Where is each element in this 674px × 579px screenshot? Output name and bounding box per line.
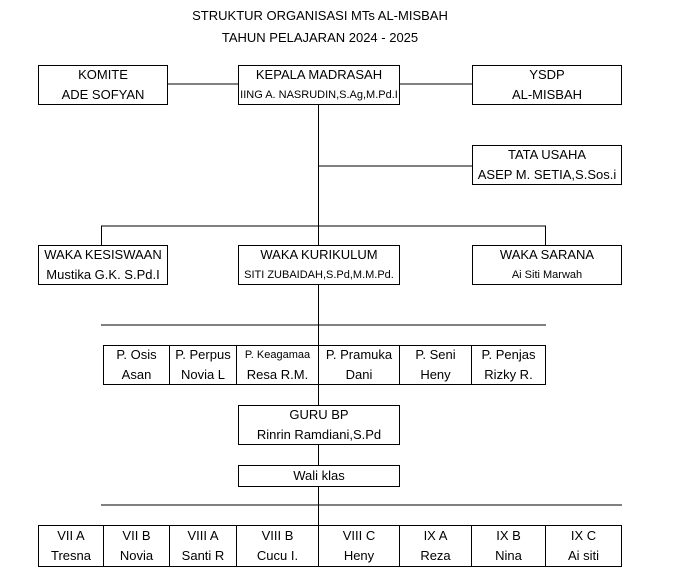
kelas-class: IX B xyxy=(496,528,521,543)
waka-sarana-box: WAKA SARANA Ai Siti Marwah xyxy=(472,245,622,285)
guru-bp-role: GURU BP xyxy=(289,407,349,422)
tata-usaha-name: ASEP M. SETIA,S.Sos.i xyxy=(477,167,617,182)
pembina-pramuka-box: P. Pramuka Dani xyxy=(318,345,400,385)
kelas-teacher: Cucu I. xyxy=(256,548,299,563)
pembina-seni-box: P. Seni Heny xyxy=(399,345,472,385)
waka-sarana-name: Ai Siti Marwah xyxy=(511,269,583,281)
kelas-box: IX B Nina xyxy=(471,525,546,567)
waka-sarana-role: WAKA SARANA xyxy=(499,247,595,262)
kelas-class: VIII A xyxy=(187,528,219,543)
kelas-box: VIII B Cucu I. xyxy=(236,525,319,567)
waka-kurikulum-name: SITI ZUBAIDAH,S.Pd,M.M.Pd. xyxy=(244,269,394,281)
waka-kurikulum-box: WAKA KURIKULUM SITI ZUBAIDAH,S.Pd,M.M.Pd… xyxy=(238,245,400,285)
pembina-role: P. Seni xyxy=(415,347,456,362)
kelas-box: VIII C Heny xyxy=(318,525,400,567)
pembina-osis-box: P. Osis Asan xyxy=(103,345,170,385)
waka-kesiswaan-box: WAKA KESISWAAN Mustika G.K. S.Pd.I xyxy=(38,245,168,285)
ysdp-role: YSDP xyxy=(529,67,565,82)
pembina-perpus-box: P. Perpus Novia L xyxy=(169,345,237,385)
pembina-keagamaan-box: P. Keagamaa Resa R.M. xyxy=(236,345,319,385)
pembina-name: Rizky R. xyxy=(484,367,533,382)
waka-kurikulum-role: WAKA KURIKULUM xyxy=(260,247,378,262)
chart-title: STRUKTUR ORGANISASI MTs AL-MISBAH xyxy=(192,8,448,23)
kelas-box: IX A Reza xyxy=(399,525,472,567)
guru-bp-name: Rinrin Ramdiani,S.Pd xyxy=(256,427,382,442)
kelas-class: IX C xyxy=(570,528,597,543)
kelas-box: VII B Novia xyxy=(103,525,170,567)
pembina-role: P. Perpus xyxy=(175,347,231,362)
waka-kesiswaan-name: Mustika G.K. S.Pd.I xyxy=(46,267,160,282)
kelas-class: VII A xyxy=(57,528,85,543)
kepala-name: IING A. NASRUDIN,S.Ag,M.Pd.I xyxy=(240,89,398,101)
kelas-teacher: Ai siti xyxy=(567,548,600,563)
kelas-teacher: Santi R xyxy=(181,548,225,563)
komite-box: KOMITE ADE SOFYAN xyxy=(38,65,168,105)
kelas-teacher: Nina xyxy=(495,548,522,563)
kelas-class: VIII C xyxy=(342,528,376,543)
kelas-class: VIII B xyxy=(261,528,294,543)
wali-klas-box: Wali klas xyxy=(238,465,400,487)
pembina-name: Heny xyxy=(420,367,451,382)
kelas-box: VIII A Santi R xyxy=(169,525,237,567)
pembina-name: Novia L xyxy=(180,367,226,382)
tata-usaha-box: TATA USAHA ASEP M. SETIA,S.Sos.i xyxy=(472,145,622,185)
pembina-role: P. Keagamaa xyxy=(244,349,311,361)
pembina-name: Resa R.M. xyxy=(246,367,309,382)
pembina-name: Dani xyxy=(345,367,373,382)
waka-kesiswaan-role: WAKA KESISWAAN xyxy=(44,247,162,262)
kelas-teacher: Reza xyxy=(420,548,451,563)
kepala-role: KEPALA MADRASAH xyxy=(255,67,383,82)
kelas-box: VII A Tresna xyxy=(38,525,104,567)
kelas-teacher: Tresna xyxy=(51,548,91,563)
ysdp-name: AL-MISBAH xyxy=(511,87,583,102)
pembina-role: P. Penjas xyxy=(481,347,536,362)
kepala-madrasah-box: KEPALA MADRASAH IING A. NASRUDIN,S.Ag,M.… xyxy=(238,65,400,105)
pembina-penjas-box: P. Penjas Rizky R. xyxy=(471,345,546,385)
ysdp-box: YSDP AL-MISBAH xyxy=(472,65,622,105)
tata-usaha-role: TATA USAHA xyxy=(507,147,586,162)
kelas-class: IX A xyxy=(423,528,448,543)
kelas-class: VII B xyxy=(122,528,151,543)
kelas-box: IX C Ai siti xyxy=(545,525,622,567)
komite-role: KOMITE xyxy=(78,67,128,82)
pembina-name: Asan xyxy=(121,367,152,382)
kelas-teacher: Novia xyxy=(119,548,154,563)
pembina-role: P. Pramuka xyxy=(325,347,393,362)
wali-klas-label: Wali klas xyxy=(293,468,345,483)
kelas-teacher: Heny xyxy=(343,548,375,563)
chart-subtitle: TAHUN PELAJARAN 2024 - 2025 xyxy=(221,30,419,45)
komite-name: ADE SOFYAN xyxy=(61,87,145,102)
guru-bp-box: GURU BP Rinrin Ramdiani,S.Pd xyxy=(238,405,400,445)
pembina-role: P. Osis xyxy=(116,347,157,362)
